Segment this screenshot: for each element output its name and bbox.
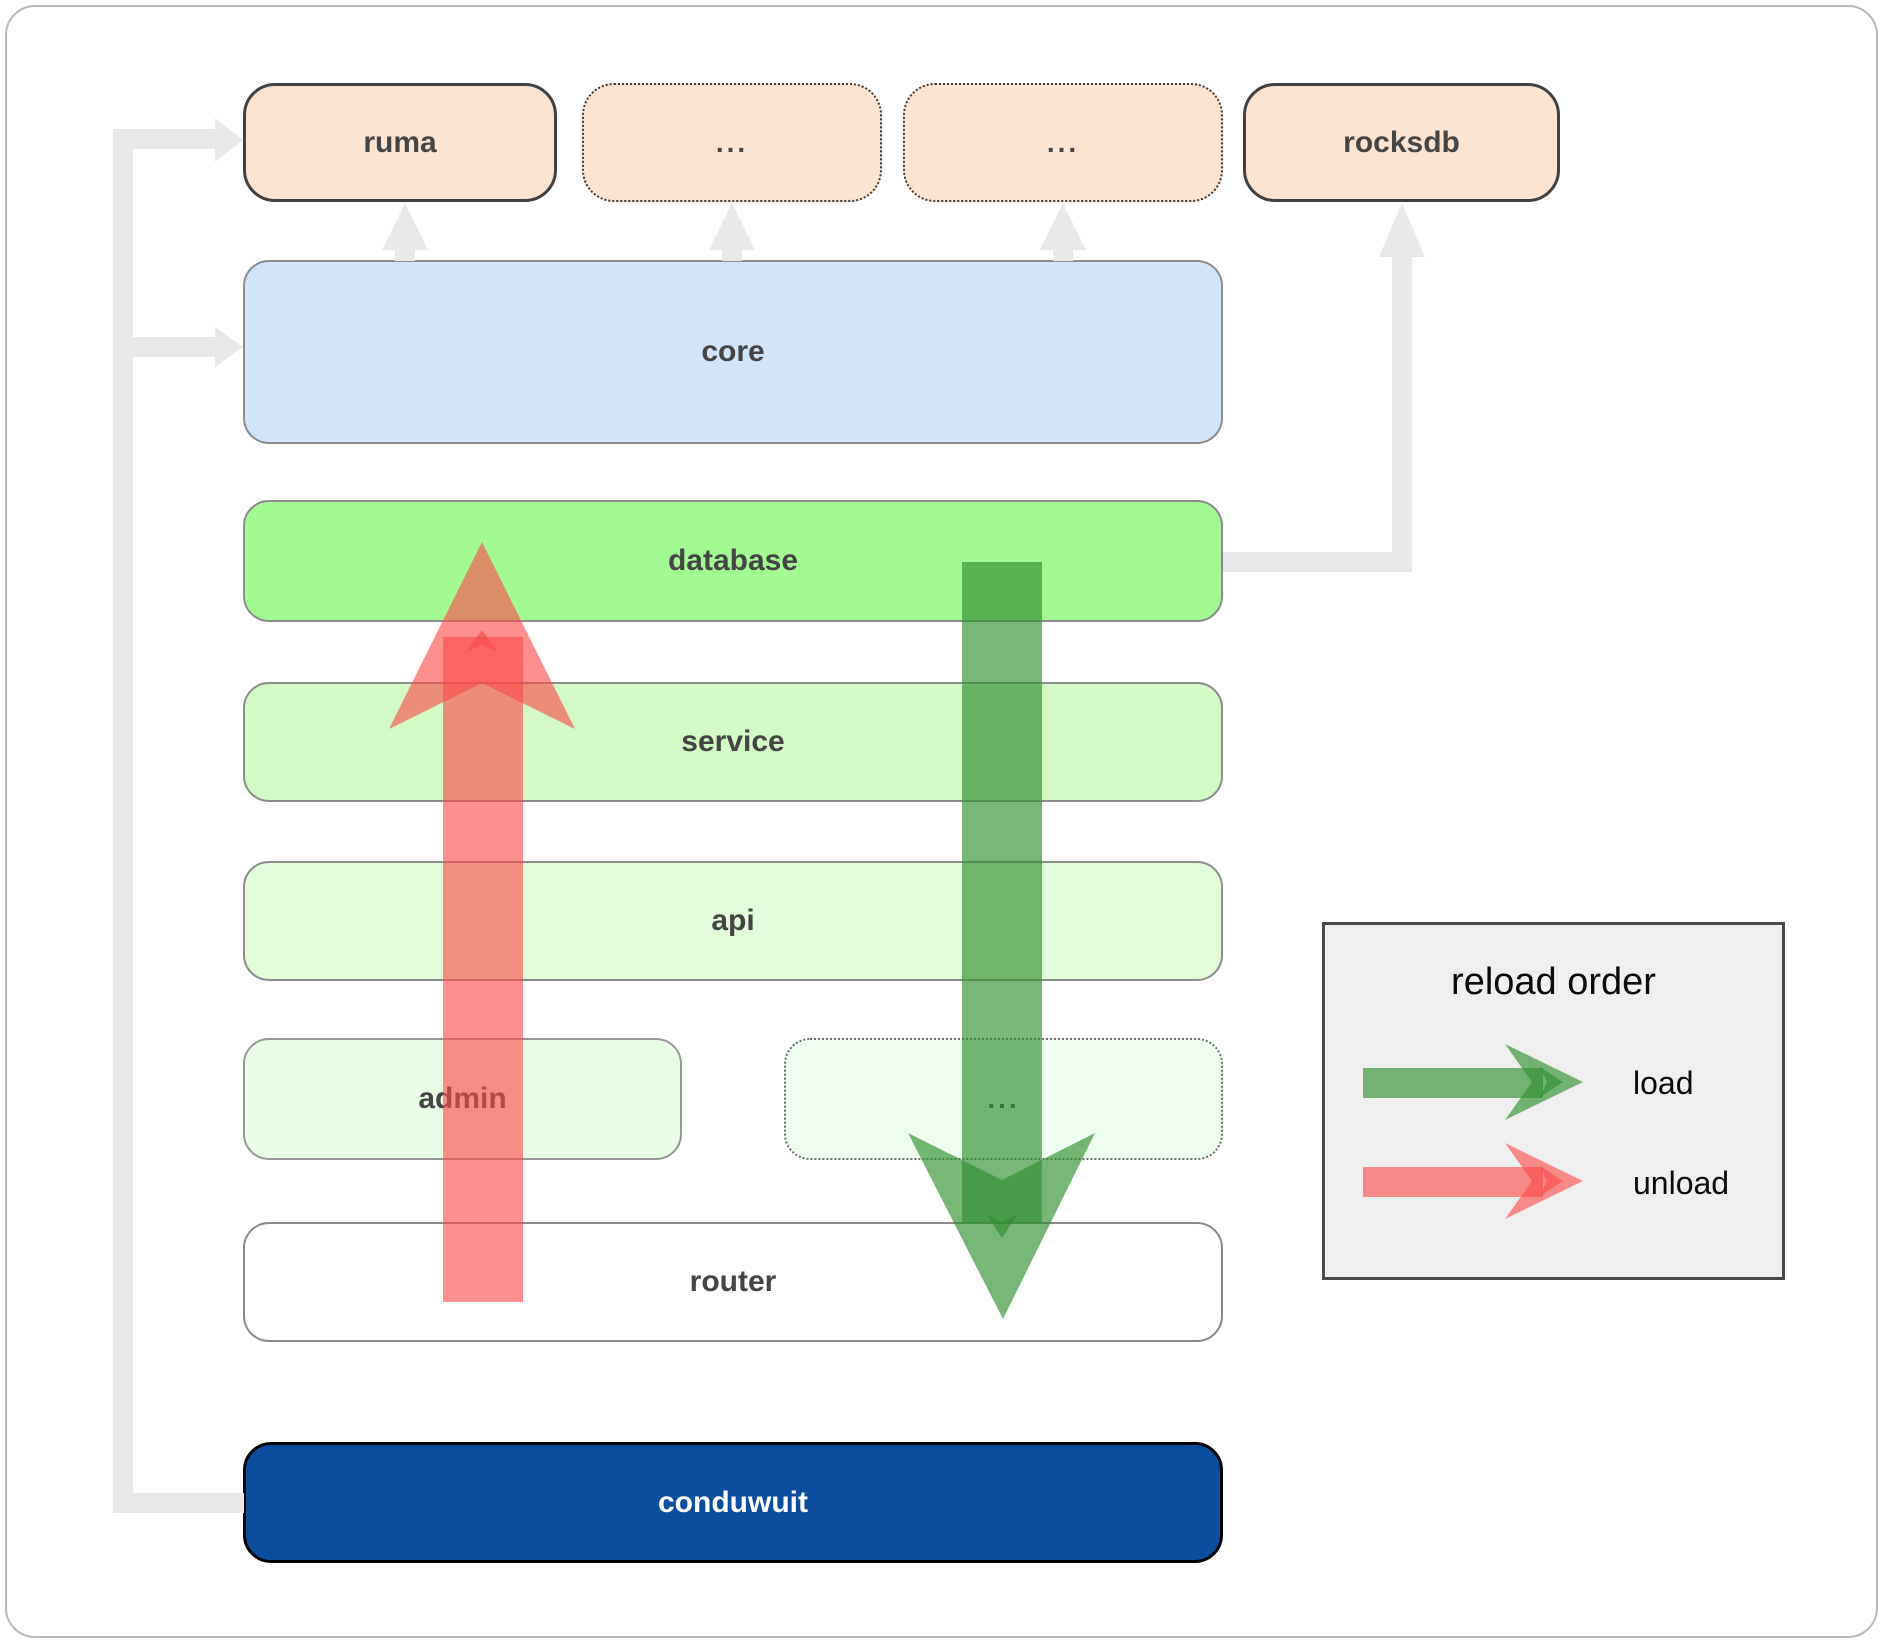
legend-reload-order: reload order load unload — [1322, 922, 1785, 1280]
node-rocksdb: rocksdb — [1243, 83, 1560, 202]
node-admin: admin — [243, 1038, 682, 1160]
node-ellipsis-2-label: ... — [1046, 126, 1080, 158]
node-api-label: api — [711, 904, 755, 937]
node-conduwuit-label: conduwuit — [658, 1485, 808, 1519]
legend-load-label: load — [1633, 1065, 1694, 1101]
node-database-label: database — [667, 544, 799, 577]
node-ellipsis-1-label: ... — [715, 126, 749, 158]
node-conduwuit: conduwuit — [243, 1442, 1223, 1563]
node-ellipsis-1: ... — [582, 83, 882, 202]
legend-title: reload order — [1451, 961, 1656, 1003]
node-service-label: service — [681, 725, 785, 758]
node-router: router — [243, 1222, 1223, 1342]
node-core-label: core — [701, 335, 765, 368]
node-api: api — [243, 861, 1223, 981]
node-ruma-label: ruma — [363, 125, 437, 159]
node-router-label: router — [689, 1265, 777, 1298]
node-admin-label: admin — [418, 1082, 507, 1115]
node-ellipsis-2: ... — [903, 83, 1223, 202]
node-rocksdb-label: rocksdb — [1343, 125, 1460, 159]
node-ellipsis-3: ... — [784, 1038, 1223, 1160]
node-core: core — [243, 260, 1223, 444]
node-ruma: ruma — [243, 83, 557, 202]
node-database: database — [243, 500, 1223, 622]
legend-unload-label: unload — [1633, 1165, 1730, 1201]
node-service: service — [243, 682, 1223, 802]
outer-frame — [5, 5, 1878, 1638]
node-ellipsis-3-label: ... — [987, 1083, 1020, 1114]
